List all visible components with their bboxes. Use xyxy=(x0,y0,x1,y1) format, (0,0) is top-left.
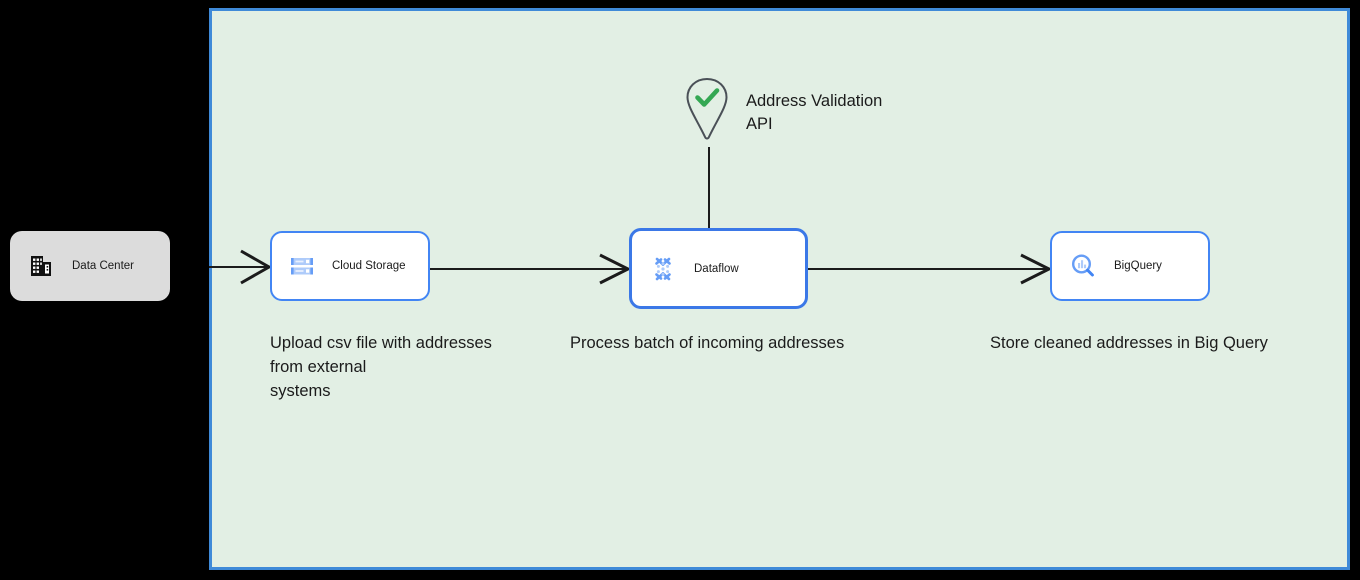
dataflow-icon xyxy=(648,254,678,284)
caption-cloud-storage: Upload csv file with addresses from exte… xyxy=(270,334,492,400)
caption-bigquery: Store cleaned addresses in Big Query xyxy=(990,334,1268,352)
node-bigquery[interactable]: BigQuery xyxy=(1050,231,1210,301)
cloud-storage-icon xyxy=(288,252,316,280)
node-label-dataflow: Dataflow xyxy=(694,262,739,275)
node-label-bigquery: BigQuery xyxy=(1114,260,1162,272)
bigquery-icon xyxy=(1068,251,1098,281)
node-dataflow[interactable]: Dataflow xyxy=(629,228,808,309)
caption-dataflow: Process batch of incoming addresses xyxy=(570,334,845,352)
node-cloud-storage[interactable]: Cloud Storage xyxy=(270,231,430,301)
node-data-center[interactable]: Data Center xyxy=(10,231,170,301)
office-building-icon xyxy=(28,253,54,279)
node-label-address-validation-api: Address Validation API xyxy=(746,92,883,133)
node-address-validation-api[interactable]: Address Validation API xyxy=(684,76,882,142)
node-label-data-center: Data Center xyxy=(72,260,135,272)
node-label-cloud-storage: Cloud Storage xyxy=(332,260,406,272)
location-marker-check-icon xyxy=(684,76,730,142)
